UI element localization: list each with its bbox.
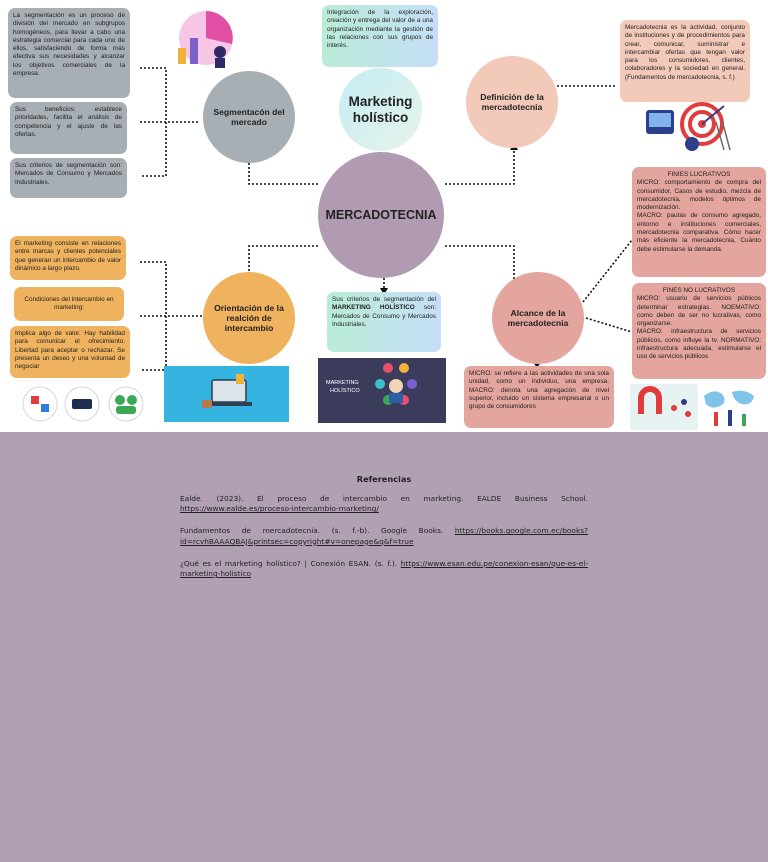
reference-text: ¿Qué es el marketing holístico? | Conexi…: [180, 558, 401, 568]
exchange-icon-row: [22, 386, 144, 422]
references-title: Referencias: [356, 474, 412, 484]
definicion-label: Definición de la mercadotecnia: [480, 92, 544, 112]
center-node: MERCADOTECNIA: [318, 152, 444, 278]
fines-no-lucrativos-micro: MICRO: usuario de servicios públicos det…: [637, 295, 761, 328]
orientacion-text-2: Condiciones del intercambio en marketing…: [24, 295, 114, 311]
definicion-node: Definición de la mercadotecnia: [466, 56, 558, 148]
references-list: Ealde. (2023). El proceso de intercambio…: [180, 494, 588, 591]
holistico-label: Marketing holístico: [348, 93, 413, 125]
orientacion-box-1: El marketing consiste en relaciones entr…: [10, 236, 126, 280]
orientacion-box-3: Implica algo de valor. Hay habilidad par…: [10, 326, 130, 378]
reference-text: Fundamentos de mercadotecnia. (s. f.-b).…: [180, 526, 455, 536]
world-map-icon: [704, 390, 754, 426]
segmentacion-text-3: Sus criterios de segmentación son: Merca…: [15, 162, 122, 186]
fines-no-lucrativos-macro: MACRO: infraestructura de servicios públ…: [637, 328, 761, 361]
target-illustration: [644, 100, 734, 152]
reference-text: Ealde. (2023). El proceso de intercambio…: [180, 494, 588, 503]
reference-link[interactable]: https://www.ealde.es/proceso-intercambio…: [180, 504, 379, 514]
reference-item: Fundamentos de mercadotecnia. (s. f.-b).…: [180, 526, 588, 546]
holistic-people-icon: [375, 363, 417, 405]
orientacion-text-3: Implica algo de valor. Hay habilidad par…: [15, 330, 125, 371]
segmentacion-box-1: La segmentación es un proceso de divisió…: [8, 8, 130, 98]
target-icon: [646, 102, 731, 151]
orientacion-node: Orientación de la realción de intercambi…: [203, 272, 295, 364]
holistico-node: Marketing holístico: [339, 68, 422, 151]
holistic-card-line2: HOLÍSTICO: [330, 388, 360, 394]
reference-link[interactable]: https://books.google.com.ec/books?id=rcv…: [180, 526, 588, 546]
holistic-card-line1: MARKETING: [326, 380, 359, 386]
segmentacion-box-3: Sus criterios de segmentación son: Merca…: [10, 158, 127, 198]
definicion-text: Mercadotecnia es la actividad, conjunto …: [625, 24, 745, 81]
laptop-illustration: [164, 366, 289, 422]
reference-item: ¿Qué es el marketing holístico? | Conexi…: [180, 559, 588, 579]
definicion-box: Mercadotecnia es la actividad, conjunto …: [620, 20, 750, 102]
segmentacion-text-1: La segmentación es un proceso de divisió…: [13, 12, 125, 78]
alcance-text: MICRO: se refiere a las actividades de u…: [469, 370, 609, 411]
orientacion-label: Orientación de la realción de intercambi…: [214, 303, 284, 333]
orientacion-box-2: Condiciones del intercambio en marketing…: [14, 287, 124, 321]
holistic-card: MARKETING HOLÍSTICO: [318, 358, 446, 423]
exchange-icons: [22, 384, 146, 424]
alcance-box: MICRO: se refiere a las actividades de u…: [464, 366, 614, 428]
fines-no-lucrativos-box: FINES NO LUCRATIVOS MICRO: usuario de se…: [632, 283, 766, 379]
fines-lucrativos-title: FINIES LUCRATIVOS: [667, 171, 731, 178]
center-label: MERCADOTECNIA: [325, 208, 437, 222]
center-criteria-box: Sus criterios de segmentación del MARKET…: [327, 292, 441, 352]
center-criteria-suffix: son: Mercados de Consumo y Mercados Indu…: [332, 304, 436, 328]
magnet-icon: [638, 386, 691, 417]
fines-no-lucrativos-title: FINES NO LUCRATIVOS: [662, 287, 736, 294]
fines-lucrativos-box: FINIES LUCRATIVOS MICRO: comportamiento …: [632, 167, 766, 277]
references-area: [0, 432, 768, 862]
reference-link[interactable]: https://www.esan.edu.pe/conexion-esan/qu…: [180, 558, 588, 579]
segmentacion-node: Segmentacón del mercado: [203, 71, 295, 163]
segmentacion-box-2: Sus beneficios: establece prioridades, f…: [10, 102, 127, 154]
alcance-node: Alcance de la mercadotecnia: [492, 272, 584, 364]
segmentacion-label: Segmentacón del mercado: [213, 107, 285, 127]
segmentation-illustration: [170, 8, 236, 70]
segmentacion-text-2: Sus beneficios: establece prioridades, f…: [15, 106, 122, 138]
map-illustration: [700, 384, 760, 430]
center-criteria-prefix: Sus criterios de segmentación del: [332, 296, 436, 303]
holistico-box: Integración de la exploración, creación …: [322, 5, 438, 67]
fines-lucrativos-macro: MACRO: pautas de consumo agregado, entor…: [637, 212, 761, 253]
reference-item: Ealde. (2023). El proceso de intercambio…: [180, 494, 588, 514]
center-criteria-bold: MARKETING HOLÍSTICO: [332, 304, 415, 312]
segmentation-icon: [178, 11, 233, 68]
fines-lucrativos-micro: MICRO: comportamiento de compra del cons…: [637, 179, 761, 212]
laptop-icon: [202, 374, 252, 408]
magnet-illustration: [630, 384, 698, 430]
holistico-text: Integración de la exploración, creación …: [327, 9, 433, 50]
orientacion-text-1: El marketing consiste en relaciones entr…: [15, 240, 121, 272]
alcance-label: Alcance de la mercadotecnia: [507, 308, 569, 328]
